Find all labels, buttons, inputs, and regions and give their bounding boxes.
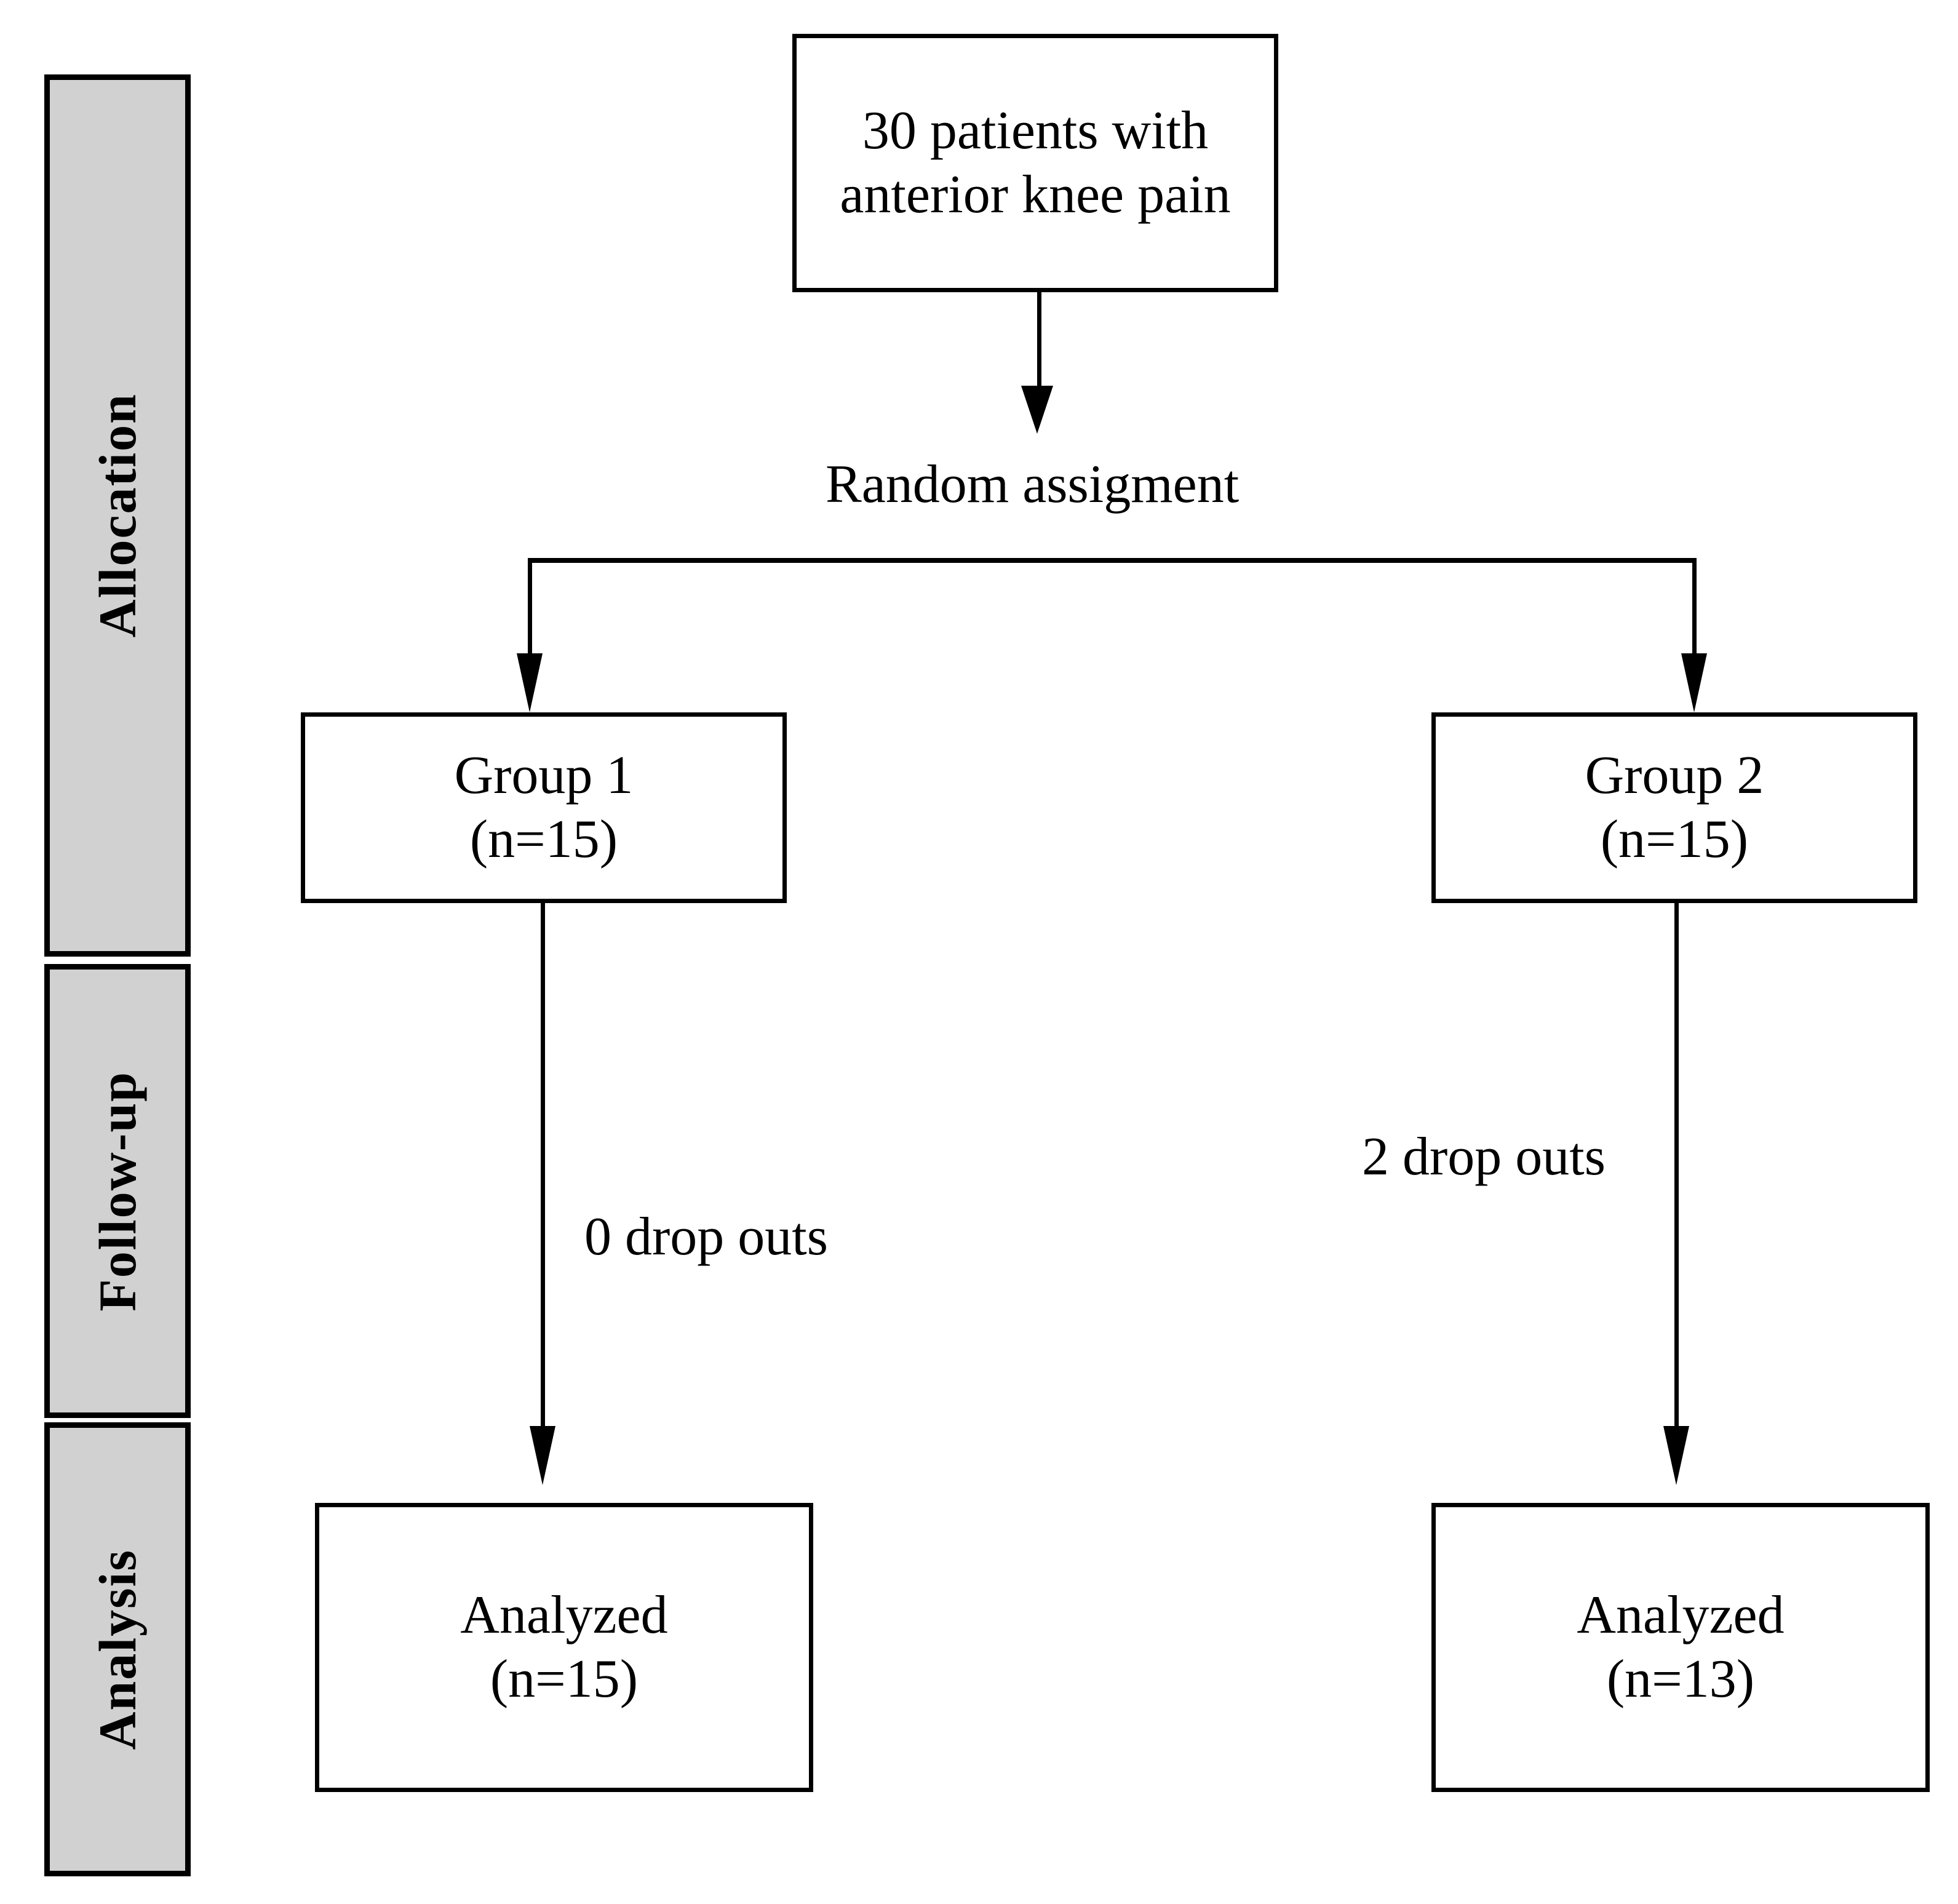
stage-label-allocation: Allocation (88, 393, 147, 638)
dropouts-group2-label: 2 drop outs (1362, 1127, 1606, 1187)
split-horizontal-connector (528, 558, 1697, 563)
dropouts-group1-text: 0 drop outs (584, 1207, 828, 1267)
stage-band-analysis: Analysis (44, 1422, 191, 1876)
arrowhead-randomization-to-group2 (1681, 653, 1707, 712)
analyzed1-line-2: (n=15) (490, 1649, 639, 1709)
arrowhead-enrollment-to-randomization (1021, 386, 1053, 434)
group1-line-2: (n=15) (469, 810, 618, 869)
stage-band-allocation: Allocation (44, 74, 191, 957)
analyzed2-box: Analyzed (n=13) (1431, 1503, 1930, 1792)
arrowhead-randomization-to-group1 (517, 653, 543, 712)
enrollment-box: 30 patients with anterior knee pain (792, 34, 1278, 292)
connector-randomization-to-group1 (528, 558, 532, 678)
analyzed1-line-1: Analyzed (460, 1585, 668, 1646)
group2-line-2: (n=15) (1600, 810, 1749, 869)
stage-band-follow-up: Follow-up (44, 964, 191, 1418)
connector-group2-to-analyzed2 (1674, 903, 1679, 1451)
arrowhead-group1-to-analyzed1 (530, 1426, 555, 1485)
connector-randomization-to-group2 (1692, 558, 1697, 678)
randomization-label: Random assigment (826, 455, 1239, 515)
connector-group1-to-analyzed1 (541, 903, 545, 1451)
analyzed2-line-2: (n=13) (1606, 1649, 1755, 1709)
analyzed2-line-1: Analyzed (1577, 1585, 1785, 1646)
stage-label-analysis: Analysis (88, 1548, 147, 1750)
group1-box: Group 1 (n=15) (301, 712, 787, 903)
connector-enrollment-to-randomization (1037, 292, 1041, 406)
dropouts-group2-text: 2 drop outs (1362, 1127, 1606, 1187)
group1-line-1: Group 1 (454, 746, 634, 806)
enrollment-line-1: 30 patients with (862, 101, 1209, 161)
dropouts-group1-label: 0 drop outs (584, 1207, 828, 1267)
enrollment-line-2: anterior knee pain (840, 165, 1231, 225)
arrowhead-group2-to-analyzed2 (1663, 1426, 1689, 1485)
group2-line-1: Group 2 (1585, 746, 1764, 806)
stage-label-follow-up: Follow-up (88, 1070, 147, 1312)
randomization-label-text: Random assigment (826, 455, 1240, 514)
analyzed1-box: Analyzed (n=15) (315, 1503, 813, 1792)
group2-box: Group 2 (n=15) (1431, 712, 1917, 903)
